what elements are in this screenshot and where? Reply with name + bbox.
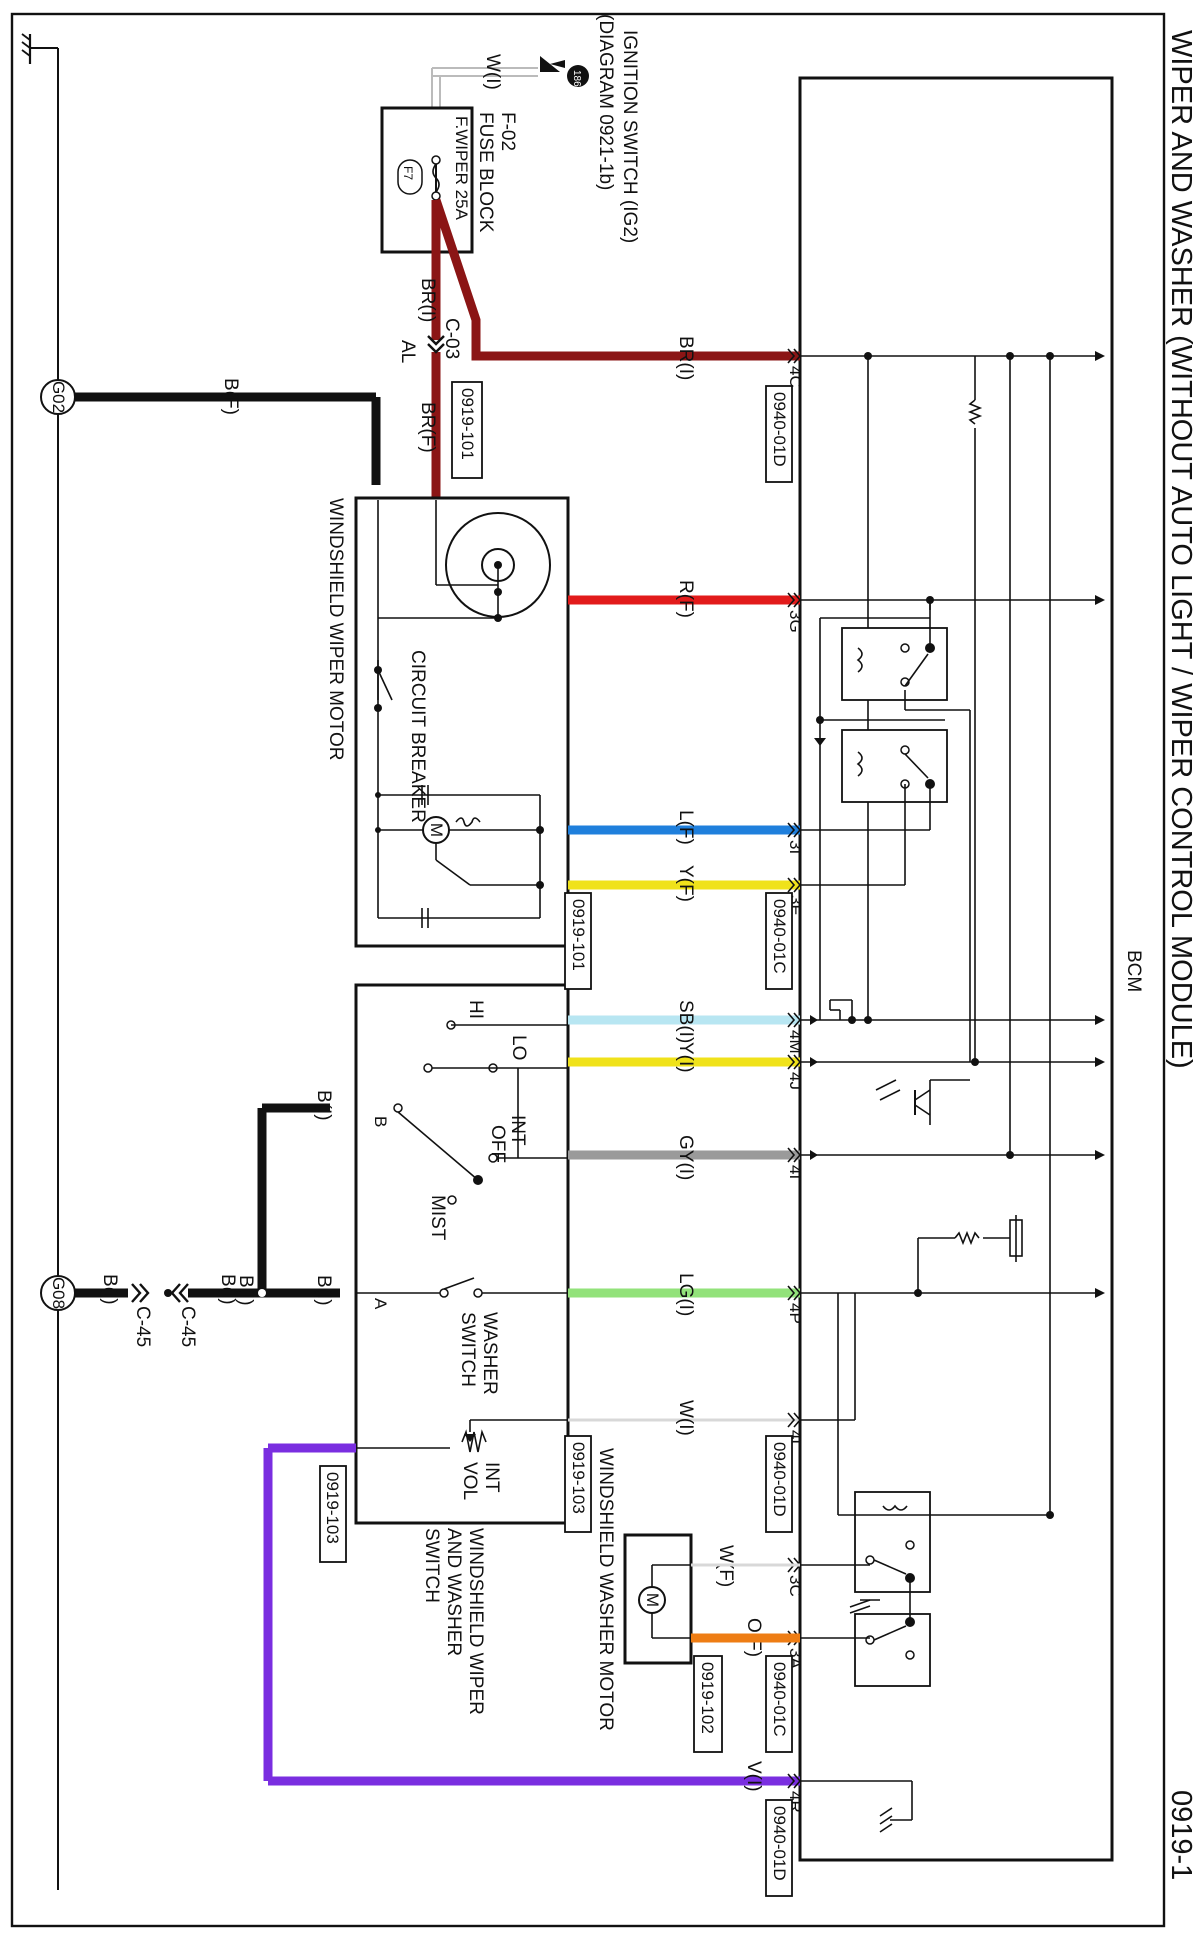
circuit-breaker-label: CIRCUIT BREAKER <box>407 650 428 823</box>
wiper-motor: M WINDSHIELD WIPER MOTOR CIRCUIT BREAKER <box>325 496 570 948</box>
wire-label-g08: B(I) <box>99 1274 120 1305</box>
ignition-badge: 186 <box>571 70 582 87</box>
washer-motor-mark: M <box>643 1593 662 1607</box>
switch-pos-hi: HI <box>465 1000 486 1019</box>
bcm-label: BCM <box>1123 950 1144 992</box>
bcm-pin-4p: 4P <box>786 1303 805 1324</box>
wire-label-3g: R(F) <box>675 580 696 618</box>
washer-motor-ref: 0919-102 <box>698 1662 717 1734</box>
bcm-ref-1: 0940-01D <box>770 392 789 467</box>
wire-label-g02: B(F) <box>220 378 241 415</box>
ground-g02: G02 B(F) <box>40 378 381 485</box>
switch-wire-a: B(I) <box>313 1275 334 1306</box>
ignition-switch: 186 IGNITION SWITCH (IG2) (DIAGRAM 0921-… <box>431 14 640 243</box>
bcm-ref-5: 0940-01D <box>770 1806 789 1881</box>
switch-pos-lo: LO <box>508 1035 529 1060</box>
bcm-internal <box>800 351 1105 1833</box>
bcm-pin-4m: 4M <box>786 1030 805 1054</box>
wire-label-3i: L(F) <box>675 810 696 845</box>
wire-label-4m: SB(I) <box>675 1000 696 1043</box>
switch-wire-b: B(I) <box>313 1090 334 1121</box>
c03-wire-right: BR(F) <box>417 402 438 453</box>
washer-switch-label-2: SWITCH <box>457 1312 478 1387</box>
wire-label-4r: V(I) <box>743 1761 764 1792</box>
page-number: 0919-1 <box>1165 1790 1197 1880</box>
switch-ref-1: 0919-101 <box>569 899 588 971</box>
connector-c45-right: C-45 <box>177 1306 198 1347</box>
wiper-switch-name-2: AND WASHER <box>443 1528 464 1656</box>
ground-label-g02: G02 <box>49 381 68 413</box>
ground-bus <box>21 33 59 1890</box>
bcm-ref-2: 0940-01C <box>770 899 789 974</box>
washer-switch-label-1: WASHER <box>479 1312 500 1395</box>
switch-ref-2: 0919-103 <box>569 1442 588 1514</box>
c03-ref: 0919-101 <box>458 388 477 460</box>
fuse-rating: F.WIPER 25A <box>452 116 471 221</box>
switch-pin-b: B <box>371 1116 390 1127</box>
ground-g08: G08 B(I) C-45 C-45 B(I) <box>40 1103 340 1347</box>
page-frame <box>10 12 1166 1928</box>
bcm-box <box>798 76 1114 1862</box>
c03-side: AL <box>397 340 418 363</box>
wiper-switch-name-1: WINDSHIELD WIPER <box>465 1528 486 1715</box>
ignition-wire-label: W(I) <box>482 54 503 90</box>
bcm-pin-3g: 3G <box>786 610 805 633</box>
wiper-motor-name: WINDSHIELD WIPER MOTOR <box>325 498 346 761</box>
switch-pos-int: INT <box>507 1115 528 1146</box>
ignition-label-1: IGNITION SWITCH (IG2) <box>619 30 640 243</box>
washer-motor-name: WINDSHIELD WASHER MOTOR <box>595 1448 616 1731</box>
connector-c45-left: C-45 <box>132 1306 153 1347</box>
ground-label-g08: G08 <box>49 1277 68 1309</box>
bcm-pin-4i: 4I <box>786 1165 805 1179</box>
bcm-pin-3c: 3C <box>786 1575 805 1597</box>
ignition-label-2: (DIAGRAM 0921-1b) <box>595 14 616 190</box>
switch-pin-a: A <box>371 1298 390 1310</box>
page-title: WIPER AND WASHER (WITHOUT AUTO LIGHT / W… <box>1165 30 1197 1069</box>
wire-label-3e: Y(F) <box>675 865 696 902</box>
fuse-code: F-02 <box>497 112 518 151</box>
c03-wire-left: BR(I) <box>417 278 438 322</box>
wire-label-4i: GY(I) <box>675 1135 696 1180</box>
switch-wire-join: B(I) <box>235 1275 256 1306</box>
int-vol-label-1: INT <box>481 1462 502 1493</box>
bcm-pin-3i: 3I <box>786 840 805 854</box>
wire-label-4l: W(I) <box>675 1400 696 1436</box>
wire-br-power: BR(I) BR(F) C-03 AL 0919-101 BR(I) <box>397 198 800 500</box>
c03-name: C-03 <box>441 318 462 359</box>
wire-label-4j: Y(I) <box>675 1042 696 1073</box>
wiper-motor-mark: M <box>427 823 446 837</box>
switch-pos-mist: MIST <box>427 1195 448 1241</box>
bcm-ref-3: 0940-01D <box>770 1442 789 1517</box>
bcm-ref-4: 0940-01C <box>770 1662 789 1737</box>
bcm-wire-4c: BR(I) <box>675 336 696 380</box>
fuse-block: F7 F-02 FUSE BLOCK F.WIPER 25A <box>380 106 518 254</box>
fuse-name: FUSE BLOCK <box>475 112 496 233</box>
bcm-pin-4j: 4J <box>786 1072 805 1090</box>
bcm-pin-4c: 4C <box>786 366 805 388</box>
int-vol-label-2: VOL <box>459 1462 480 1500</box>
wire-label-4p: LG(I) <box>675 1273 696 1316</box>
wire-label-c45: B(I) <box>217 1274 238 1305</box>
wiper-switch-ref: 0919-103 <box>323 1472 342 1544</box>
switch-pos-off: OFF <box>487 1125 508 1163</box>
washer-motor: M WINDSHIELD WASHER MOTOR 0919-102 <box>595 1448 723 1753</box>
fuse-tag: F7 <box>401 166 415 180</box>
wiper-switch: HI LO INT OFF MIST WASHER SWITCH INT VOL… <box>235 983 570 1715</box>
wiper-switch-name-3: SWITCH <box>421 1528 442 1603</box>
